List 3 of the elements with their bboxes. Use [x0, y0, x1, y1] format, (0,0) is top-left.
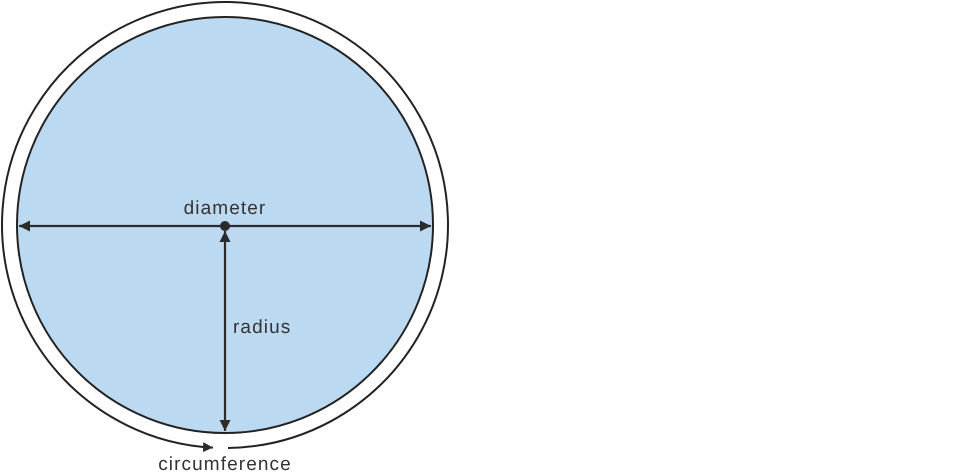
- circumference-label: circumference: [158, 455, 292, 475]
- radius-label: radius: [233, 318, 292, 338]
- diameter-label: diameter: [184, 199, 266, 219]
